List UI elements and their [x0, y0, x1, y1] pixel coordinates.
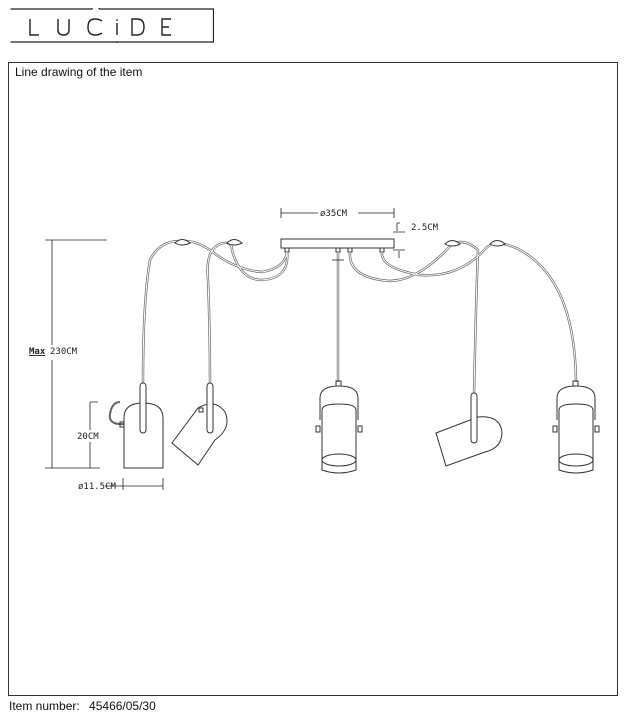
canopy: [280, 238, 395, 249]
item-number-label: Item number:: [9, 699, 80, 713]
line-drawing-frame: Line drawing of the item: [8, 62, 618, 696]
canopy-height-label: 2.5CM: [411, 223, 439, 233]
shade-diameter-label: ø11.5CM: [78, 482, 117, 492]
shade-height-label: 20CM: [77, 432, 99, 442]
lamp-3: [315, 380, 363, 474]
lamp-4: [435, 392, 503, 467]
max-label: Max: [29, 347, 46, 357]
item-number-row: Item number: 45466/05/30: [9, 699, 162, 713]
lamp-1: [108, 382, 164, 469]
section-title: Line drawing of the item: [15, 65, 143, 79]
lucide-logo: [10, 8, 214, 43]
total-height-label: 230CM: [50, 347, 78, 357]
lamp-5: [552, 380, 600, 474]
item-number-value: 45466/05/30: [89, 699, 156, 713]
lamp-2: [171, 382, 228, 466]
canopy-diameter-label: ø35CM: [320, 209, 348, 219]
